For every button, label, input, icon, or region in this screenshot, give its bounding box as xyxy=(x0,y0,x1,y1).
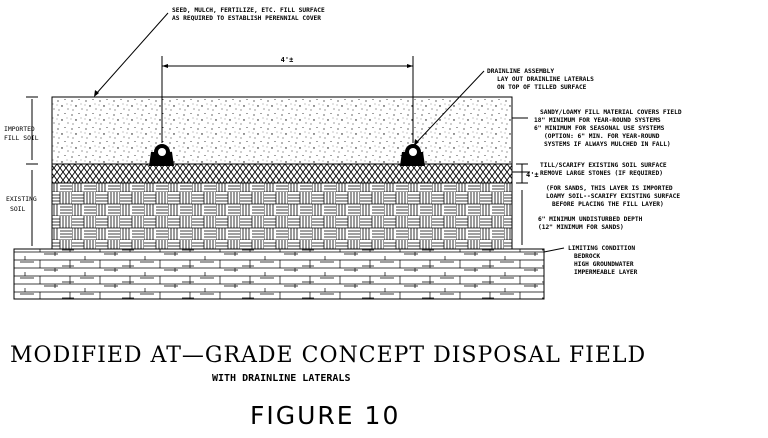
svg-text:TILL/SCARIFY EXISTING SOIL SUR: TILL/SCARIFY EXISTING SOIL SURFACE xyxy=(540,162,667,169)
limiting-leader xyxy=(543,247,565,253)
existing-soil-label-2: SOIL xyxy=(10,205,26,213)
existing-soil-label-1: EXISTING xyxy=(6,195,37,203)
seed-callout: SEED, MULCH, FERTILIZE, ETC. FILL SURFAC… xyxy=(172,7,325,22)
figure-label: FIGURE 10 xyxy=(250,401,400,430)
seed-leader xyxy=(95,12,169,95)
svg-text:SEED, MULCH, FERTILIZE, ETC. F: SEED, MULCH, FERTILIZE, ETC. FILL SURFAC… xyxy=(172,7,325,14)
seed-arrowhead xyxy=(94,90,99,97)
svg-text:LOAMY SOIL--SCARIFY EXISTING S: LOAMY SOIL--SCARIFY EXISTING SURFACE xyxy=(546,193,680,200)
left-dimension-lines xyxy=(26,96,38,250)
svg-text:BEDROCK: BEDROCK xyxy=(574,253,600,260)
fill-material-callout: SANDY/LOAMY FILL MATERIAL COVERS FIELD 1… xyxy=(534,109,682,148)
till-depth-label: 4'± xyxy=(526,171,539,179)
svg-text:REMOVE LARGE STONES (IF REQUIR: REMOVE LARGE STONES (IF REQUIRED) xyxy=(540,170,663,177)
svg-text:BEFORE PLACING THE FILL LAYER): BEFORE PLACING THE FILL LAYER) xyxy=(552,201,664,208)
diagram-title: MODIFIED AT—GRADE CONCEPT DISPOSAL FIELD xyxy=(10,343,646,368)
existing-soil-layer xyxy=(51,182,513,250)
imported-fill-label-1: IMPORTED xyxy=(4,125,35,133)
sands-callout: (FOR SANDS, THIS LAYER IS IMPORTED LOAMY… xyxy=(546,185,680,208)
svg-text:LAY OUT DRAINLINE LATERALS: LAY OUT DRAINLINE LATERALS xyxy=(497,76,594,83)
svg-text:SANDY/LOAMY FILL MATERIAL COVE: SANDY/LOAMY FILL MATERIAL COVERS FIELD xyxy=(540,109,682,116)
svg-text:(12" MINIMUM FOR SANDS): (12" MINIMUM FOR SANDS) xyxy=(538,224,624,231)
drainline-leader xyxy=(415,70,485,144)
till-callout: TILL/SCARIFY EXISTING SOIL SURFACE REMOV… xyxy=(540,162,667,177)
drainline-pipe-left xyxy=(149,144,174,166)
svg-text:(OPTION: 6" MIN. FOR YEAR-ROUN: (OPTION: 6" MIN. FOR YEAR-ROUND xyxy=(544,133,660,140)
drainline-callout: DRAINLINE ASSEMBLY LAY OUT DRAINLINE LAT… xyxy=(487,68,594,91)
tilled-surface-layer xyxy=(51,163,513,184)
limiting-condition-callout: LIMITING CONDITION BEDROCK HIGH GROUNDWA… xyxy=(568,245,638,276)
lateral-spacing-label: 4'± xyxy=(281,56,294,64)
svg-text:SYSTEMS IF ALWAYS MULCHED IN F: SYSTEMS IF ALWAYS MULCHED IN FALL) xyxy=(544,141,671,148)
right-dimension-lines xyxy=(516,163,528,250)
svg-text:(FOR SANDS, THIS LAYER IS IMPO: (FOR SANDS, THIS LAYER IS IMPORTED xyxy=(546,185,673,192)
drainline-arrowhead xyxy=(414,139,419,146)
svg-text:DRAINLINE ASSEMBLY: DRAINLINE ASSEMBLY xyxy=(487,68,554,75)
svg-text:LIMITING CONDITION: LIMITING CONDITION xyxy=(568,245,635,252)
svg-text:ON TOP OF TILLED SURFACE: ON TOP OF TILLED SURFACE xyxy=(497,84,587,91)
diagram-subtitle: WITH DRAINLINE LATERALS xyxy=(212,373,350,384)
limiting-layer xyxy=(13,248,545,300)
spacing-extension-lines xyxy=(161,56,414,143)
svg-text:18" MINIMUM FOR YEAR-ROUND SYS: 18" MINIMUM FOR YEAR-ROUND SYSTEMS xyxy=(534,117,661,124)
svg-text:AS REQUIRED TO ESTABLISH PEREN: AS REQUIRED TO ESTABLISH PERENNIAL COVER xyxy=(172,15,321,22)
svg-text:6" MINIMUM UNDISTURBED DEPTH: 6" MINIMUM UNDISTURBED DEPTH xyxy=(538,216,643,223)
undisturbed-depth-callout: 6" MINIMUM UNDISTURBED DEPTH (12" MINIMU… xyxy=(538,216,643,231)
fill-soil-layer xyxy=(51,96,513,165)
drainline-pipe-right xyxy=(400,144,425,166)
svg-text:6" MINIMUM FOR SEASONAL USE SY: 6" MINIMUM FOR SEASONAL USE SYSTEMS xyxy=(534,125,665,132)
svg-text:IMPERMEABLE LAYER: IMPERMEABLE LAYER xyxy=(574,269,638,276)
imported-fill-label-2: FILL SOIL xyxy=(4,134,39,142)
svg-text:HIGH GROUNDWATER: HIGH GROUNDWATER xyxy=(574,261,634,268)
